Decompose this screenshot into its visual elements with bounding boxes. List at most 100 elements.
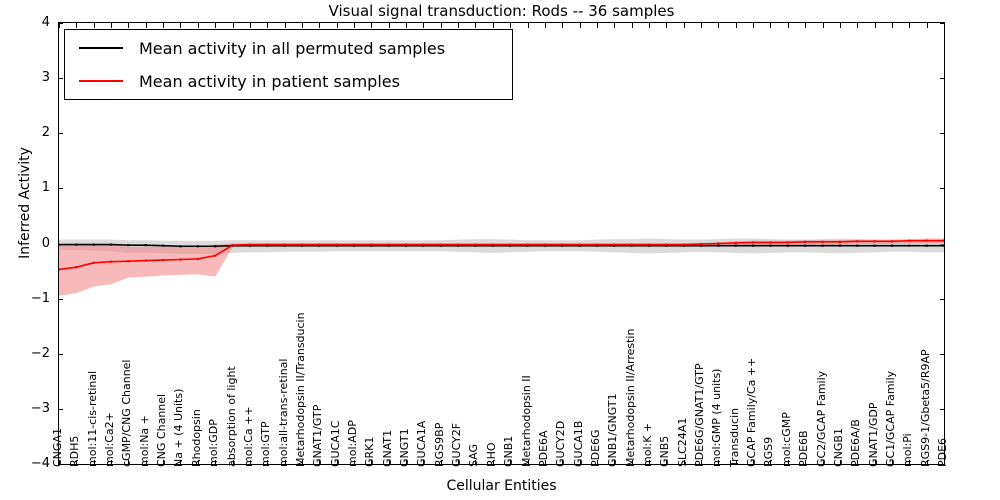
- x-tick-label[interactable]: GNB1: [502, 435, 516, 467]
- legend-label-permuted: Mean activity in all permuted samples: [139, 38, 446, 58]
- legend-entry-patient: Mean activity in patient samples: [73, 66, 400, 96]
- data-point: [179, 245, 182, 248]
- x-tick-label[interactable]: RGS9: [762, 436, 776, 467]
- x-tick-label[interactable]: mol:ADP: [346, 420, 359, 467]
- x-tick-label[interactable]: PDE6A: [536, 430, 550, 467]
- data-point: [873, 240, 876, 243]
- data-point: [804, 244, 807, 247]
- x-tick-label[interactable]: GUCY2D: [554, 420, 568, 467]
- x-tick-label[interactable]: mol:cGMP: [779, 412, 793, 467]
- data-point: [647, 244, 651, 247]
- x-tick-label[interactable]: RHO: [484, 442, 498, 467]
- x-tick-label[interactable]: GC2/GCAP Family: [814, 370, 828, 467]
- y-tick-label: 2: [41, 125, 50, 141]
- x-tick-label[interactable]: PDE6: [936, 437, 949, 467]
- y-tick-mark: [940, 353, 945, 355]
- data-point: [422, 243, 425, 246]
- y-tick-label: 3: [41, 70, 50, 86]
- data-point: [387, 243, 390, 246]
- x-tick-label[interactable]: Na + (4 Units): [172, 388, 186, 467]
- x-tick-label[interactable]: GC1/GCAP Family: [883, 370, 897, 467]
- x-tick-label[interactable]: cGMP/CNG Channel: [120, 359, 134, 468]
- x-tick-label[interactable]: Transducin: [727, 407, 741, 467]
- y-tick-mark: [940, 23, 945, 24]
- data-point: [682, 244, 685, 247]
- x-tick-label[interactable]: SLC24A1: [675, 417, 689, 467]
- x-tick-label[interactable]: CNG Channel: [155, 393, 169, 467]
- data-point: [613, 243, 616, 246]
- plot-area: [58, 22, 945, 465]
- data-point: [266, 243, 269, 246]
- data-point: [543, 244, 546, 247]
- data-point: [457, 243, 460, 246]
- y-tick-label: −3: [30, 400, 50, 416]
- data-point: [196, 245, 199, 248]
- x-tick-label[interactable]: PDE6A/B: [849, 419, 863, 467]
- x-tick-label[interactable]: RGS9BP: [432, 422, 446, 467]
- data-point: [942, 239, 944, 242]
- data-point: [543, 243, 546, 246]
- x-tick-label[interactable]: absorption of light: [224, 366, 238, 467]
- x-tick-label[interactable]: GNAT1/GDP: [866, 402, 880, 467]
- x-tick-label[interactable]: GCAP Family/Ca ++: [745, 357, 759, 467]
- data-point: [439, 243, 442, 246]
- data-point: [856, 240, 859, 243]
- x-tick-label[interactable]: CNGB1: [831, 428, 845, 467]
- legend-label-patient: Mean activity in patient samples: [139, 71, 400, 91]
- x-tick-label[interactable]: mol:Ca2+: [103, 412, 117, 467]
- x-tick-label[interactable]: GNAT1/GTP: [311, 404, 325, 467]
- y-tick-label: 4: [41, 15, 50, 30]
- x-tick-label[interactable]: GUCA1A: [415, 420, 429, 467]
- x-tick-label[interactable]: Metarhodopsin II/Transducin: [293, 312, 307, 467]
- data-point: [526, 243, 529, 246]
- x-tick-label[interactable]: RDH5: [68, 435, 82, 467]
- x-tick-label[interactable]: mol:GMP (4 units): [710, 368, 724, 467]
- x-tick-label[interactable]: mol:Pi: [901, 433, 915, 467]
- y-tick-mark: [940, 298, 945, 300]
- x-tick-label[interactable]: GNB1/GNGT1: [606, 393, 620, 467]
- x-tick-label[interactable]: mol:Ca ++: [241, 406, 255, 467]
- data-point: [821, 240, 824, 243]
- data-point: [647, 243, 651, 246]
- x-tick-label[interactable]: GNGT1: [398, 428, 412, 467]
- data-point: [908, 239, 911, 242]
- x-tick-label[interactable]: PDE6B: [797, 430, 811, 467]
- x-tick-label[interactable]: SAG: [467, 443, 481, 467]
- x-tick-label[interactable]: GNAT1: [380, 429, 394, 467]
- data-point: [630, 244, 633, 247]
- data-point: [561, 244, 564, 247]
- x-tick-label[interactable]: mol:11-cis-retinal: [85, 370, 99, 467]
- x-tick-label[interactable]: GUCA1C: [328, 420, 342, 467]
- x-tick-label[interactable]: mol:Na +: [137, 415, 151, 467]
- x-tick-label[interactable]: mol:GDP: [207, 419, 221, 467]
- x-tick-label[interactable]: mol:GTP: [259, 421, 273, 467]
- data-point: [474, 243, 477, 246]
- data-point: [665, 244, 668, 247]
- data-point: [300, 244, 304, 247]
- x-tick-label[interactable]: CNGA1: [51, 428, 64, 467]
- data-point: [231, 244, 234, 247]
- x-tick-label[interactable]: Metarhodopsin II/Arrestin: [623, 328, 637, 467]
- y-tick-mark: [940, 78, 945, 80]
- x-tick-label[interactable]: GNB5: [658, 435, 672, 467]
- x-tick-label[interactable]: GRK1: [363, 436, 377, 467]
- data-point: [179, 258, 182, 261]
- data-point: [404, 243, 408, 246]
- y-tick-mark: [58, 23, 63, 24]
- data-point: [335, 243, 338, 246]
- data-point: [335, 244, 338, 247]
- data-point: [509, 244, 512, 247]
- data-point: [109, 260, 113, 263]
- x-tick-label[interactable]: Rhodopsin: [189, 409, 203, 467]
- data-point: [942, 244, 944, 247]
- data-point: [248, 243, 251, 246]
- x-tick-label[interactable]: mol:K +: [641, 422, 654, 467]
- x-tick-label[interactable]: GUCA1B: [571, 420, 585, 467]
- y-tick-mark: [58, 353, 63, 355]
- x-tick-label[interactable]: GUCY2F: [450, 422, 464, 467]
- x-tick-label[interactable]: mol:all-trans-retinal: [276, 358, 290, 467]
- x-tick-label[interactable]: RGS9-1/Gbeta5/R9AP: [918, 349, 932, 467]
- x-tick-label[interactable]: PDE6G: [588, 429, 602, 467]
- x-tick-label[interactable]: Metarhodopsin II: [519, 375, 533, 467]
- x-tick-label[interactable]: PDE6G/GNAT1/GTP: [693, 363, 707, 467]
